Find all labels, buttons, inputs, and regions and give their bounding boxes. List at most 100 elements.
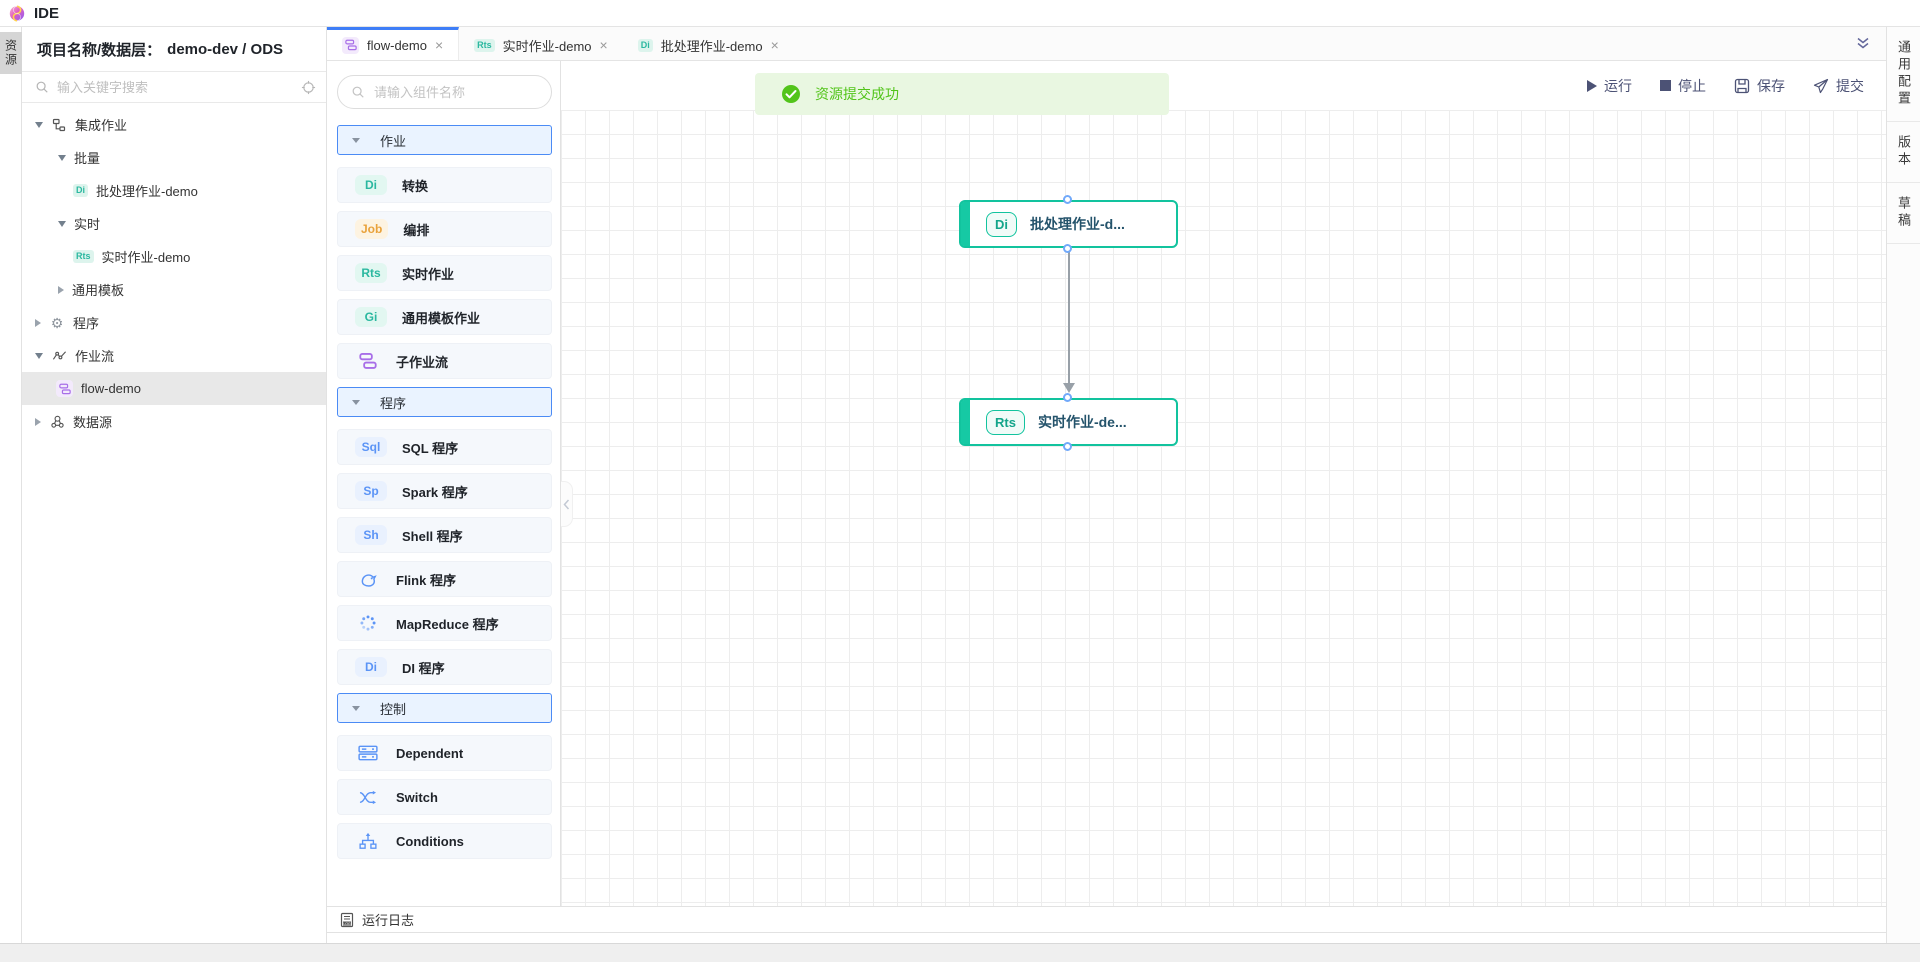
caret-down-icon[interactable] [35,121,43,128]
activity-bar: 资源 [0,27,22,943]
tree-item-general-template[interactable]: 通用模板 [22,273,326,306]
double-chevron-down-icon [1857,37,1869,49]
component-palette: 作业 Di 转换 Job 编排 Rts 实时作业 Gi 通用模板作业 子作业流 … [327,61,561,906]
check-circle-icon [781,84,801,104]
sp-badge: Sp [355,481,387,501]
dependent-icon [355,742,381,764]
palette-item-shell[interactable]: Sh Shell 程序 [337,517,552,553]
draft-label: 草稿 [1896,196,1911,230]
tree-item-flow-demo[interactable]: flow-demo [22,372,326,405]
palette-item-transform[interactable]: Di 转换 [337,167,552,203]
node-realtime-job[interactable]: Rts 实时作业-de... [959,393,1178,451]
tree-item-integration-jobs[interactable]: 集成作业 [22,108,326,141]
caret-right-icon[interactable] [35,318,41,327]
run-log-bar[interactable]: LOG 运行日志 [327,906,1886,933]
tab-batch-job-demo[interactable]: Di 批处理作业-demo × [623,27,794,60]
palette-item-switch[interactable]: Switch [337,779,552,815]
caret-down-icon[interactable] [35,352,43,359]
palette-group-control[interactable]: 控制 [337,693,552,723]
caret-right-icon[interactable] [58,285,64,294]
sh-badge: Sh [355,525,387,545]
conditions-icon [355,830,381,852]
flink-icon [355,568,381,590]
general-config-label: 通用配置 [1896,40,1911,108]
editor-tabbar: flow-demo × Rts 实时作业-demo × Di 批处理作业-dem… [327,27,1886,61]
tree-item-realtime-job-demo[interactable]: Rts 实时作业-demo [22,240,326,273]
app-header: IDE [0,0,1920,27]
output-port[interactable] [1062,442,1072,451]
caret-down-icon[interactable] [58,154,66,161]
tree-item-batch-job-demo[interactable]: Di 批处理作业-demo [22,174,326,207]
resource-tree: 集成作业 批量 Di 批处理作业-demo 实时 Rts 实时作业-demo 通… [22,103,326,438]
caret-right-icon[interactable] [35,417,41,426]
palette-item-realtime-job[interactable]: Rts 实时作业 [337,255,552,291]
flow-canvas[interactable]: 运行 停止 保存 提交 [561,61,1886,906]
palette-item-spark[interactable]: Sp Spark 程序 [337,473,552,509]
tree-item-batch[interactable]: 批量 [22,141,326,174]
close-icon[interactable]: × [599,37,608,53]
right-tab-version[interactable]: 版本 [1887,122,1920,183]
palette-item-subflow[interactable]: 子作业流 [337,343,552,379]
palette-item-mapreduce[interactable]: MapReduce 程序 [337,605,552,641]
palette-collapse-handle[interactable] [561,481,573,527]
item-label: 实时作业 [402,266,455,282]
tree-item-realtime[interactable]: 实时 [22,207,326,240]
palette-item-template-job[interactable]: Gi 通用模板作业 [337,299,552,335]
palette-search-input[interactable] [374,84,539,100]
right-tab-general-config[interactable]: 通用配置 [1887,27,1920,122]
canvas-grid[interactable] [561,110,1886,906]
caret-down-icon [352,137,360,143]
tree-item-workflows[interactable]: 作业流 [22,339,326,372]
palette-item-di[interactable]: Di DI 程序 [337,649,552,685]
datasource-icon [49,414,65,430]
locate-icon[interactable] [300,79,316,95]
sidebar: 项目名称/数据层： demo-dev / ODS 集成作业 批量 [22,27,327,943]
close-icon[interactable]: × [770,37,779,53]
submit-label: 提交 [1836,77,1864,94]
activity-tab-resources[interactable]: 资源 [0,32,22,74]
stop-button[interactable]: 停止 [1660,76,1706,96]
tree-label: 作业流 [75,349,115,364]
run-button[interactable]: 运行 [1587,76,1632,96]
palette-item-sql[interactable]: Sql SQL 程序 [337,429,552,465]
mapreduce-icon [355,612,381,634]
tree-item-datasources[interactable]: 数据源 [22,405,326,438]
palette-item-conditions[interactable]: Conditions [337,823,552,859]
item-label: 子作业流 [396,354,449,370]
palette-item-dependent[interactable]: Dependent [337,735,552,771]
subflow-icon [355,350,381,372]
tree-label: 批量 [74,151,101,166]
input-port[interactable] [1062,393,1072,402]
palette-item-orchestrate[interactable]: Job 编排 [337,211,552,247]
group-label: 程序 [380,395,407,411]
caret-down-icon[interactable] [58,220,66,227]
project-header-value: demo-dev / ODS [167,40,284,58]
collapse-all-tabs-button[interactable] [1840,27,1886,60]
palette-item-flink[interactable]: Flink 程序 [337,561,552,597]
palette-group-jobs[interactable]: 作业 [337,125,552,155]
node-batch-job[interactable]: Di 批处理作业-d... [959,195,1178,253]
project-header: 项目名称/数据层： demo-dev / ODS [22,27,326,72]
tree-item-programs[interactable]: ⚙ 程序 [22,306,326,339]
tab-realtime-job-demo[interactable]: Rts 实时作业-demo × [459,27,623,60]
tree-label: 实时 [74,217,101,232]
tab-flow-demo[interactable]: flow-demo × [327,27,460,60]
item-label: 编排 [403,222,430,238]
search-icon [34,79,50,95]
svg-text:LOG: LOG [343,921,351,925]
caret-down-icon [352,705,360,711]
sidebar-search-input[interactable] [57,79,293,95]
tabbar-spacer [794,27,1840,60]
close-icon[interactable]: × [434,37,444,53]
submit-button[interactable]: 提交 [1813,76,1864,96]
tree-label: 批处理作业-demo [96,184,198,199]
tree-label: 实时作业-demo [101,250,191,265]
palette-group-programs[interactable]: 程序 [337,387,552,417]
sql-badge: Sql [355,437,387,457]
tab-label: 批处理作业-demo [660,38,763,54]
output-port[interactable] [1062,244,1072,253]
right-bar: 通用配置 版本 草稿 [1886,27,1920,943]
right-tab-draft[interactable]: 草稿 [1887,183,1920,244]
save-button[interactable]: 保存 [1734,76,1785,96]
input-port[interactable] [1062,195,1072,204]
